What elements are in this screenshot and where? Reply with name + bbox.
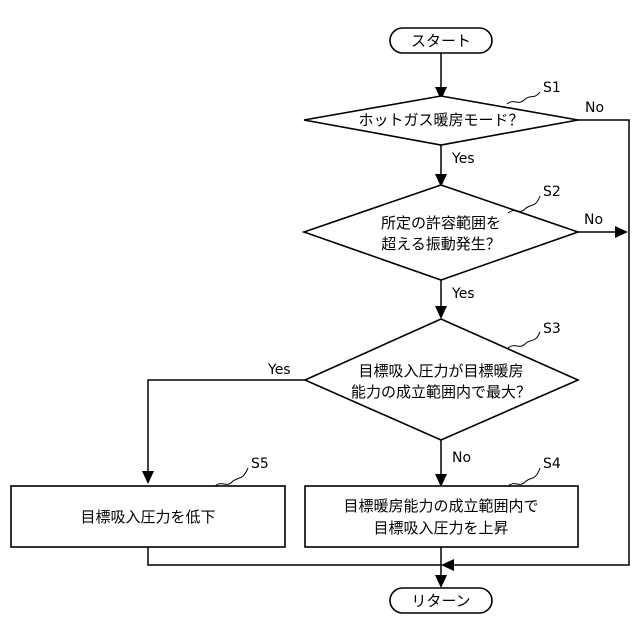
s4-text-line2: 目標吸入圧力を上昇 [373, 519, 508, 537]
s1-no-label: No [585, 100, 604, 116]
s2-leader [508, 196, 540, 213]
arrow-to-return [435, 575, 447, 588]
return-label: リターン [411, 592, 470, 610]
s2-yes-label: Yes [451, 286, 475, 302]
s3-yes-label: Yes [267, 362, 291, 378]
s2-text-line1: 所定の許容範囲を [381, 214, 501, 232]
arrow-no-merge [441, 559, 454, 571]
process-s4 [305, 486, 578, 547]
s4-text-line1: 目標暖房能力の成立範囲内で [343, 497, 538, 515]
start-label: スタート [411, 32, 471, 50]
s4-step-label: S4 [543, 456, 561, 472]
s1-leader [507, 92, 540, 104]
arrow-s2-s3 [435, 306, 447, 319]
s4-leader [508, 468, 540, 486]
connector-s5-merge [148, 547, 441, 565]
s2-step-label: S2 [543, 184, 561, 200]
s1-text: ホットガス暖房モード？ [358, 111, 523, 129]
arrow-s3-s4 [435, 474, 447, 487]
s5-step-label: S5 [251, 456, 269, 472]
s5-leader [215, 468, 248, 486]
decision-s2 [304, 185, 578, 280]
s3-step-label: S3 [543, 321, 561, 337]
s3-text-line1: 目標吸入圧力が目標暖房 [358, 362, 523, 380]
s2-text-line2: 超える振動発生？ [381, 235, 501, 253]
arrow-s2-no [615, 226, 628, 238]
s5-text: 目標吸入圧力を低下 [80, 508, 215, 526]
connector-s3-s5 [148, 380, 305, 476]
s1-step-label: S1 [543, 80, 561, 96]
arrow-s3-s5 [142, 471, 154, 484]
s3-leader [508, 332, 540, 348]
s1-yes-label: Yes [451, 151, 475, 167]
s3-text-line2: 能力の成立範囲内で最大？ [351, 383, 531, 401]
s3-no-label: No [452, 450, 471, 466]
s2-no-label: No [584, 212, 603, 228]
